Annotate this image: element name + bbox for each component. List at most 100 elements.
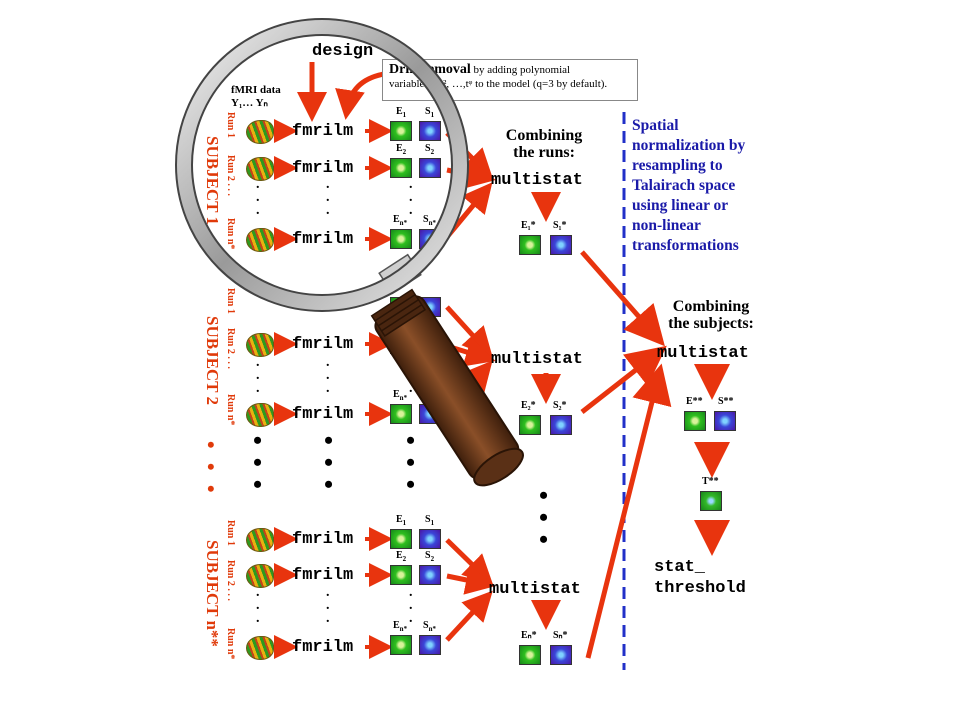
brain-volume-icon xyxy=(246,403,274,427)
to-multistat-arrow xyxy=(445,590,493,642)
sd-map-tile xyxy=(419,229,441,249)
tile-label: E2 xyxy=(396,550,407,563)
sd-map-tile xyxy=(419,404,441,424)
subject-ellipsis: ••• xyxy=(539,481,549,554)
drift-arrow xyxy=(335,71,385,120)
effect-map-tile xyxy=(390,565,412,585)
sd-map-tile xyxy=(419,297,441,317)
ellipsis-dots: ... xyxy=(256,585,260,626)
combining-runs-line2: the runs: xyxy=(513,144,575,161)
tile-label: Sn* xyxy=(423,620,436,633)
spatial-line: normalization by xyxy=(632,137,746,154)
ellipsis-dots: ... xyxy=(409,355,413,396)
subject-ellipsis: ••• xyxy=(406,426,416,499)
combining-subjects-line2: the subjects: xyxy=(668,315,754,332)
tile-label: S** xyxy=(718,396,734,407)
sd-map-tile xyxy=(550,235,572,255)
run-label: Run 1 xyxy=(225,112,236,138)
effect-map-tile xyxy=(390,229,412,249)
effect-map-tile xyxy=(390,404,412,424)
brain-volume-icon xyxy=(246,636,274,660)
tile-label: S2 xyxy=(425,143,435,156)
tile-label: Sn* xyxy=(423,214,436,227)
tile-label: Sn* xyxy=(423,389,436,402)
effect-map-tile xyxy=(390,297,412,317)
callout-line1: by adding polynomial xyxy=(470,64,571,76)
combining-subjects-line1: Combining xyxy=(672,298,750,315)
brain-volume-icon xyxy=(246,228,274,252)
subject-ellipsis: ••• xyxy=(207,432,215,501)
multistat-label: multistat xyxy=(491,350,583,369)
effect-map-tile xyxy=(390,121,412,141)
ellipsis-dots: ... xyxy=(256,177,260,218)
fmrilm-label: fmrilm xyxy=(292,122,354,141)
tile-label: En* xyxy=(393,389,408,402)
fmri-data-line1: fMRI data xyxy=(231,84,281,96)
run-label: Run n* xyxy=(225,628,236,660)
brain-volume-icon xyxy=(246,157,274,181)
subject-label: SUBJECT 1 xyxy=(203,136,222,225)
tile-label: E1 xyxy=(396,106,407,119)
sd-map-tile xyxy=(419,635,441,655)
tile-label: S2 xyxy=(425,550,435,563)
fmri-data-line2: Y₁… Yₙ xyxy=(231,97,268,109)
run-label: Run n* xyxy=(225,394,236,426)
tile-label: E** xyxy=(686,396,703,407)
effect-map-tile xyxy=(390,635,412,655)
stat-threshold-label: stat_ threshold xyxy=(654,557,746,599)
sd-map-tile xyxy=(419,529,441,549)
effect-map-tile xyxy=(684,411,706,431)
callout-line2: variables t, t², …,tᵠ to the model (q=3 … xyxy=(389,78,608,90)
ellipsis-dots: ... xyxy=(326,355,330,396)
to-multistat-arrow xyxy=(446,337,496,367)
fmrilm-label: fmrilm xyxy=(292,638,354,657)
fmrilm-label: fmrilm xyxy=(292,159,354,178)
tile-label: S1 xyxy=(425,514,435,527)
spatial-line: using linear or xyxy=(632,197,729,214)
spatial-normalization-note: Spatial normalization by resampling to T… xyxy=(632,116,782,256)
sd-map-tile xyxy=(714,411,736,431)
design-label: design xyxy=(312,42,374,61)
run-label: Run 1 xyxy=(225,288,236,314)
run-label: Run 2 . . . xyxy=(225,560,236,601)
tile-label: Eₙ* xyxy=(521,630,537,641)
subject-ellipsis: ••• xyxy=(253,426,263,499)
effect-map-tile xyxy=(390,158,412,178)
fmri-data-label: fMRI data Y₁… Yₙ xyxy=(231,84,281,110)
effect-map-tile xyxy=(519,645,541,665)
subject-ellipsis: ••• xyxy=(324,426,334,499)
to-multistat-arrow xyxy=(445,538,494,585)
tile-label: E1 xyxy=(396,514,407,527)
tile-label: E₁* xyxy=(521,220,536,231)
spatial-line: non-linear xyxy=(632,217,701,234)
multistat-label: multistat xyxy=(489,580,581,599)
effect-map-tile xyxy=(519,415,541,435)
tile-label: E₂* xyxy=(521,400,536,411)
combining-subjects-header: Combining the subjects: xyxy=(652,298,770,332)
tile-label: T** xyxy=(702,476,719,487)
brain-volume-icon xyxy=(246,528,274,552)
spatial-line: transformations xyxy=(632,237,739,254)
combining-runs-line1: Combining xyxy=(505,127,583,144)
tile-label: S₁* xyxy=(553,220,567,231)
stat-threshold-line1: stat_ xyxy=(654,558,706,577)
tile-label: En* xyxy=(393,214,408,227)
ellipsis-dots: ... xyxy=(326,585,330,626)
to-multistat-arrow xyxy=(446,565,496,595)
callout-title: Drift removal xyxy=(389,62,471,77)
combining-runs-header: Combining the runs: xyxy=(486,127,602,161)
subject-label: SUBJECT 2 xyxy=(203,316,222,405)
sd-map-tile xyxy=(419,334,441,354)
sd-map-tile xyxy=(419,121,441,141)
to-multistat-arrow xyxy=(445,131,494,180)
brain-volume-icon xyxy=(246,564,274,588)
to-group-arrow xyxy=(580,345,667,414)
to-multistat-arrow xyxy=(445,360,493,415)
run-label: Run 2 . . . xyxy=(225,155,236,196)
run-label: Run 2 . . . xyxy=(225,328,236,369)
fmrilm-label: fmrilm xyxy=(292,530,354,549)
sd-map-tile xyxy=(419,565,441,585)
spatial-line: resampling to xyxy=(632,157,723,174)
to-multistat-arrow xyxy=(445,305,493,358)
